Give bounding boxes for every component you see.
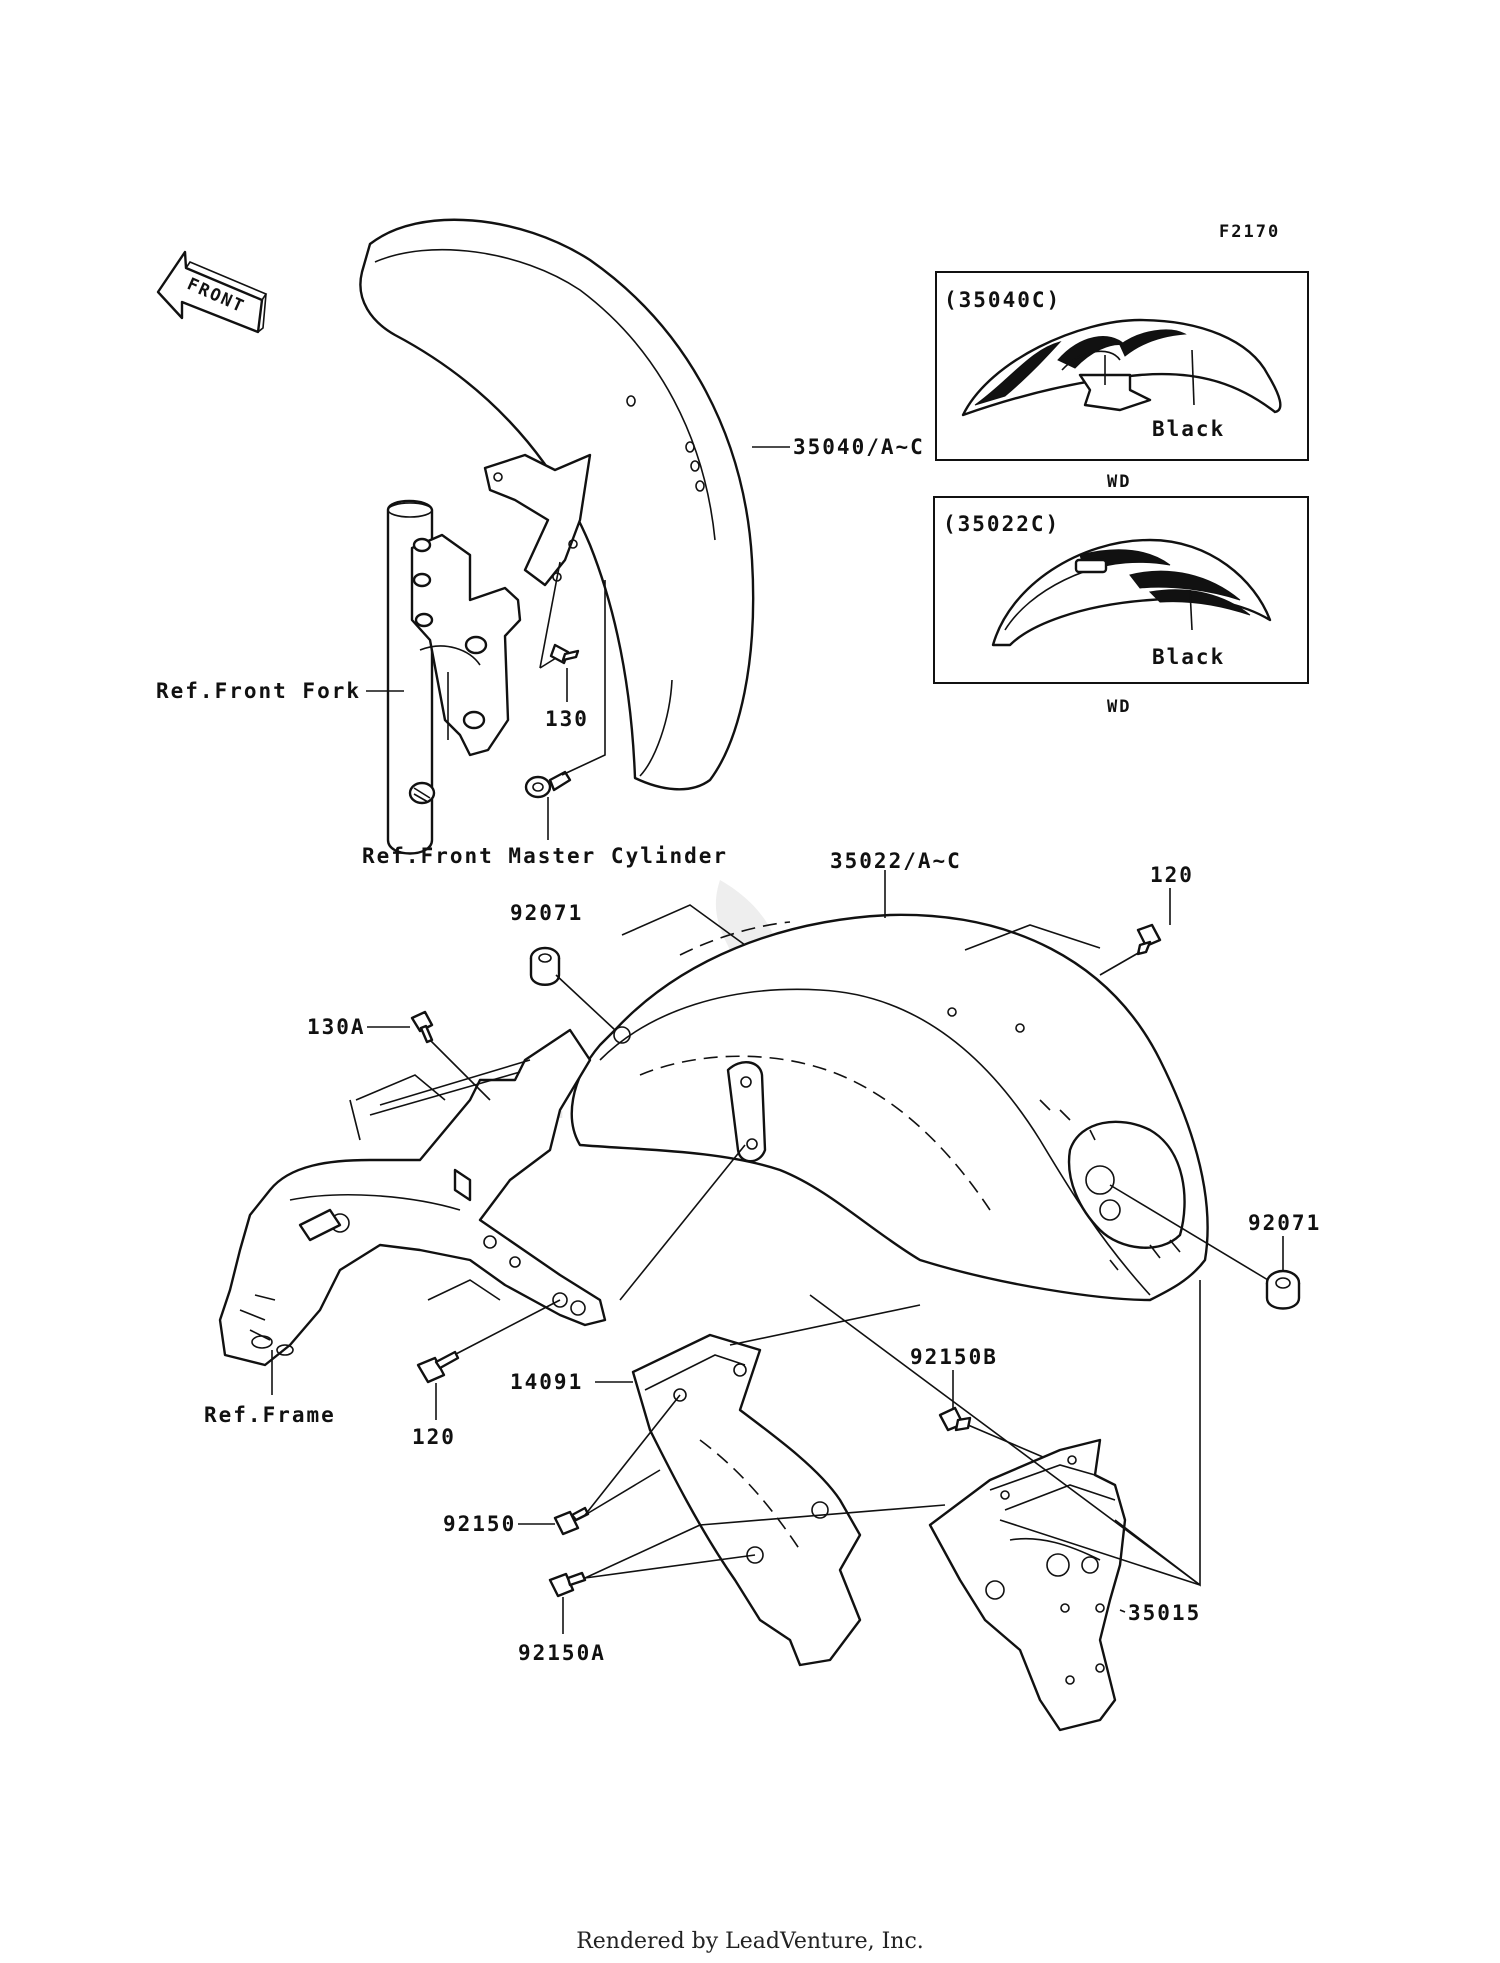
inset-35040c-note: WD (1107, 472, 1131, 492)
footer-credit: Rendered by LeadVenture, Inc. (576, 1929, 924, 1954)
flap-14091[interactable] (631, 1333, 862, 1667)
figure-code: F2170 (1219, 222, 1280, 242)
bolt-130a[interactable] (410, 1010, 491, 1101)
inset-35040c-color: Black (1152, 417, 1225, 441)
hose-clamp[interactable] (524, 580, 606, 799)
inset-35040c: (35040C) Black (935, 271, 1309, 461)
bracket-35015[interactable] (928, 1438, 1127, 1732)
callout-bolt-92150a: 92150A (518, 1641, 606, 1665)
inset-35022c-color: Black (1152, 645, 1225, 669)
callout-bolt-130a: 130A (307, 1015, 366, 1039)
callout-damper-92071-right: 92071 (1248, 1211, 1321, 1235)
bolt-130[interactable] (539, 561, 580, 669)
inset-35040c-code: (35040C) (944, 288, 1061, 312)
inset-35022c-code: (35022C) (943, 512, 1060, 536)
inset-35022c: (35022C) Black (933, 496, 1309, 684)
callout-bolt-92150b: 92150B (910, 1345, 998, 1369)
callout-damper-92071-left: 92071 (510, 901, 583, 925)
ref-frame: Ref.Frame (204, 1403, 336, 1427)
bolt-120-bottom[interactable] (416, 1299, 561, 1384)
front-fork[interactable] (386, 499, 522, 855)
callout-flap-14091: 14091 (510, 1370, 583, 1394)
callout-bolt-130: 130 (545, 707, 589, 731)
bolt-120-top[interactable] (1099, 923, 1162, 976)
callout-bolt-120-bottom: 120 (412, 1425, 456, 1449)
rear-fender[interactable] (570, 913, 1209, 1302)
ref-front-master-cylinder: Ref.Front Master Cylinder (362, 844, 728, 868)
front-direction-arrow: FRONT (156, 250, 268, 334)
frame[interactable] (218, 1028, 607, 1367)
damper-92071-right[interactable] (1109, 1184, 1301, 1310)
bolt-92150b[interactable] (938, 1406, 1051, 1461)
callout-front-fender: 35040/A~C (793, 435, 925, 459)
callout-bolt-92150: 92150 (443, 1512, 516, 1536)
damper-92071-left[interactable] (529, 946, 616, 1031)
bolt-92150a[interactable] (548, 1524, 756, 1598)
bolt-92150[interactable] (553, 1394, 681, 1536)
callout-bolt-120-top: 120 (1150, 863, 1194, 887)
callout-rear-fender: 35022/A~C (830, 849, 962, 873)
callout-bracket-35015: 35015 (1128, 1601, 1201, 1625)
front-fender[interactable] (359, 218, 755, 791)
ref-front-fork: Ref.Front Fork (156, 679, 361, 703)
inset-35022c-note: WD (1107, 697, 1131, 717)
